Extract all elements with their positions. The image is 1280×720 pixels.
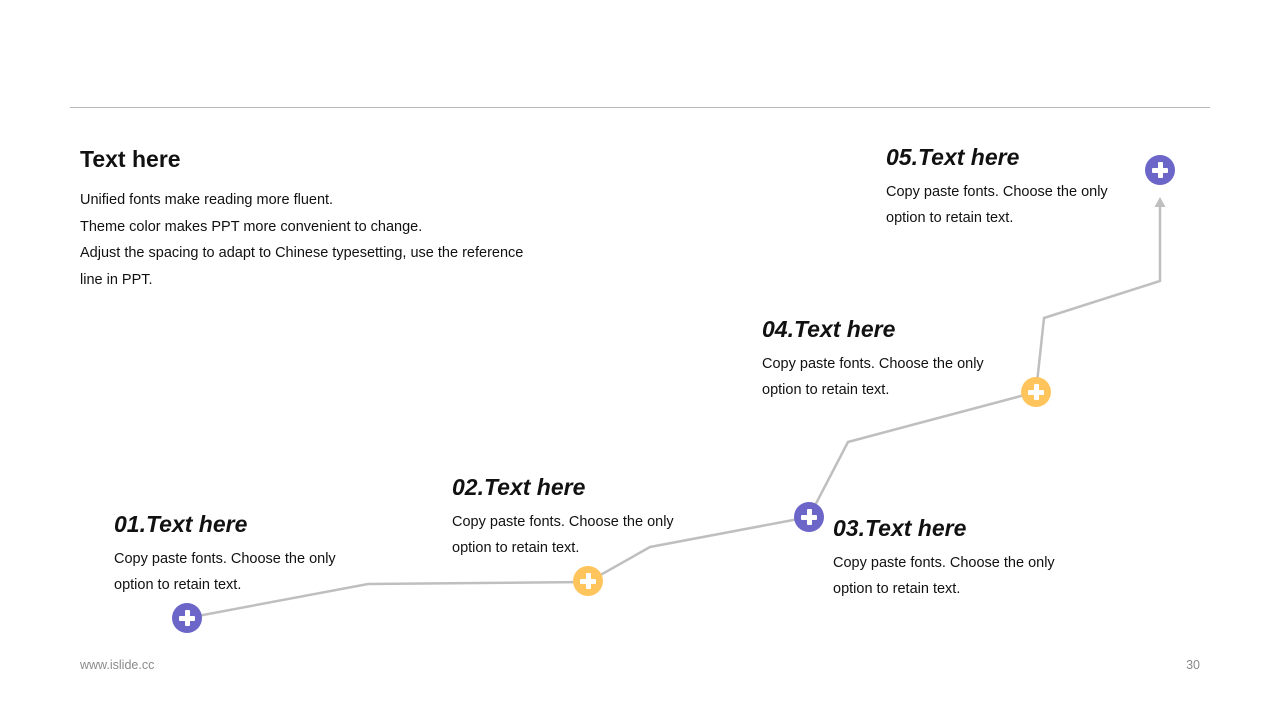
step-3-desc-line: Copy paste fonts. Choose the only [833,555,1055,571]
intro-line: Adjust the spacing to adapt to Chinese t… [80,245,524,262]
step-2-desc-line: option to retain text. [452,540,580,556]
step-4: 04.Text here Copy paste fonts. Choose th… [762,315,1012,403]
plus-circle-icon[interactable] [794,502,824,532]
step-4-desc-line: Copy paste fonts. Choose the only [762,356,984,372]
step-1-title: 01.Text here [114,511,248,537]
footer-site-url[interactable]: www.islide.cc [80,658,155,672]
step-5-title: 05.Text here [886,144,1020,170]
page-number: 30 [1186,658,1200,672]
step-2-title: 02.Text here [452,474,586,500]
step-2-desc-line: Copy paste fonts. Choose the only [452,514,674,530]
step-1-desc-line: Copy paste fonts. Choose the only [114,551,336,567]
step-3-description: Copy paste fonts. Choose the only option… [833,550,1083,602]
step-2: 02.Text here Copy paste fonts. Choose th… [452,473,702,561]
step-1-description: Copy paste fonts. Choose the only option… [114,546,364,598]
step-5-desc-line: Copy paste fonts. Choose the only [886,184,1108,200]
arrow-head-icon [1154,197,1166,207]
plus-circle-icon[interactable] [1145,155,1175,185]
step-3-desc-line: option to retain text. [833,581,961,597]
intro-title: Text here [80,146,181,172]
step-4-description: Copy paste fonts. Choose the only option… [762,351,1012,403]
step-1: 01.Text here Copy paste fonts. Choose th… [114,510,364,598]
step-4-title: 04.Text here [762,316,896,342]
step-2-description: Copy paste fonts. Choose the only option… [452,509,702,561]
step-3-title: 03.Text here [833,515,967,541]
step-5-description: Copy paste fonts. Choose the only option… [886,179,1136,231]
plus-circle-icon[interactable] [172,603,202,633]
header-divider [70,107,1210,108]
step-5: 05.Text here Copy paste fonts. Choose th… [886,143,1136,231]
intro-line: Theme color makes PPT more convenient to… [80,218,423,235]
plus-circle-icon[interactable] [1021,377,1051,407]
step-connector-line [186,206,1162,620]
step-5-desc-line: option to retain text. [886,210,1014,226]
intro-block: Text here Unified fonts make reading mor… [80,145,540,294]
intro-line: Unified fonts make reading more fluent. [80,192,334,208]
intro-body: Unified fonts make reading more fluent. … [80,187,540,294]
step-4-desc-line: option to retain text. [762,382,890,398]
intro-line: line in PPT. [80,272,153,289]
step-3: 03.Text here Copy paste fonts. Choose th… [833,514,1083,602]
step-1-desc-line: option to retain text. [114,577,242,593]
plus-circle-icon[interactable] [573,566,603,596]
